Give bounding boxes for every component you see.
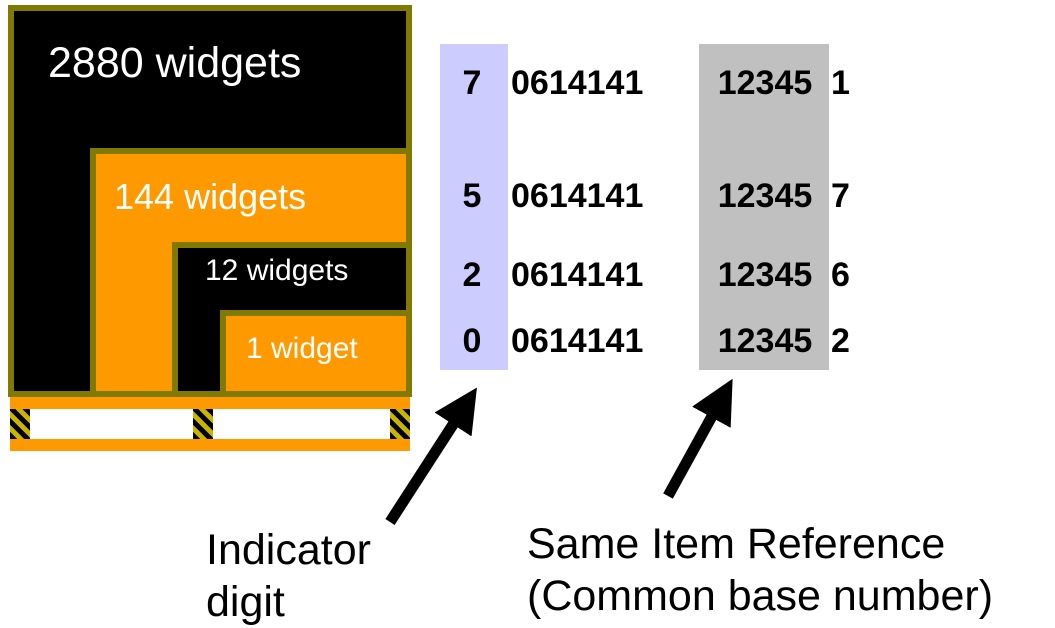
pallet-block-middle <box>193 409 213 439</box>
pallet-top-board <box>10 397 410 409</box>
company-prefix: 0614141 <box>511 256 644 294</box>
item-reference-column-highlight <box>699 44 829 370</box>
pallet-bottom-board <box>10 439 410 451</box>
indicator-digit: 0 <box>462 322 482 360</box>
pallet-block-left <box>10 409 30 439</box>
item-reference-caption: Same Item Reference (Common base number) <box>527 518 993 622</box>
item-reference: 12345 <box>717 322 813 360</box>
indicator-caption-line1: Indicator <box>206 526 371 574</box>
company-prefix: 0614141 <box>511 322 644 360</box>
pallet-block-right <box>390 409 410 439</box>
company-prefix: 0614141 <box>511 177 644 215</box>
item-reference: 12345 <box>717 64 813 102</box>
check-digit: 7 <box>831 177 850 215</box>
check-digit: 2 <box>831 322 850 360</box>
item-reference-caption-line1: Same Item Reference <box>527 520 946 568</box>
indicator-arrow <box>385 387 477 525</box>
check-digit: 1 <box>831 64 850 102</box>
item-reference-caption-line2: (Common base number) <box>527 572 994 620</box>
indicator-digit: 2 <box>462 256 482 294</box>
item-reference: 12345 <box>717 177 813 215</box>
indicator-digit: 5 <box>462 177 482 215</box>
unit-box: 1 widget <box>220 310 412 397</box>
inner-pack-label: 12 widgets <box>205 254 349 287</box>
check-digit: 6 <box>831 256 850 294</box>
item-reference: 12345 <box>717 256 813 294</box>
indicator-digit: 7 <box>462 64 482 102</box>
case-label: 144 widgets <box>114 176 307 217</box>
item-reference-arrow <box>663 378 733 499</box>
indicator-column-highlight <box>440 44 508 370</box>
indicator-caption: Indicator digit <box>206 524 371 628</box>
indicator-caption-line2: digit <box>206 578 285 626</box>
unit-label: 1 widget <box>246 332 358 365</box>
company-prefix: 0614141 <box>511 64 644 102</box>
pallet-load-label: 2880 widgets <box>48 39 302 87</box>
